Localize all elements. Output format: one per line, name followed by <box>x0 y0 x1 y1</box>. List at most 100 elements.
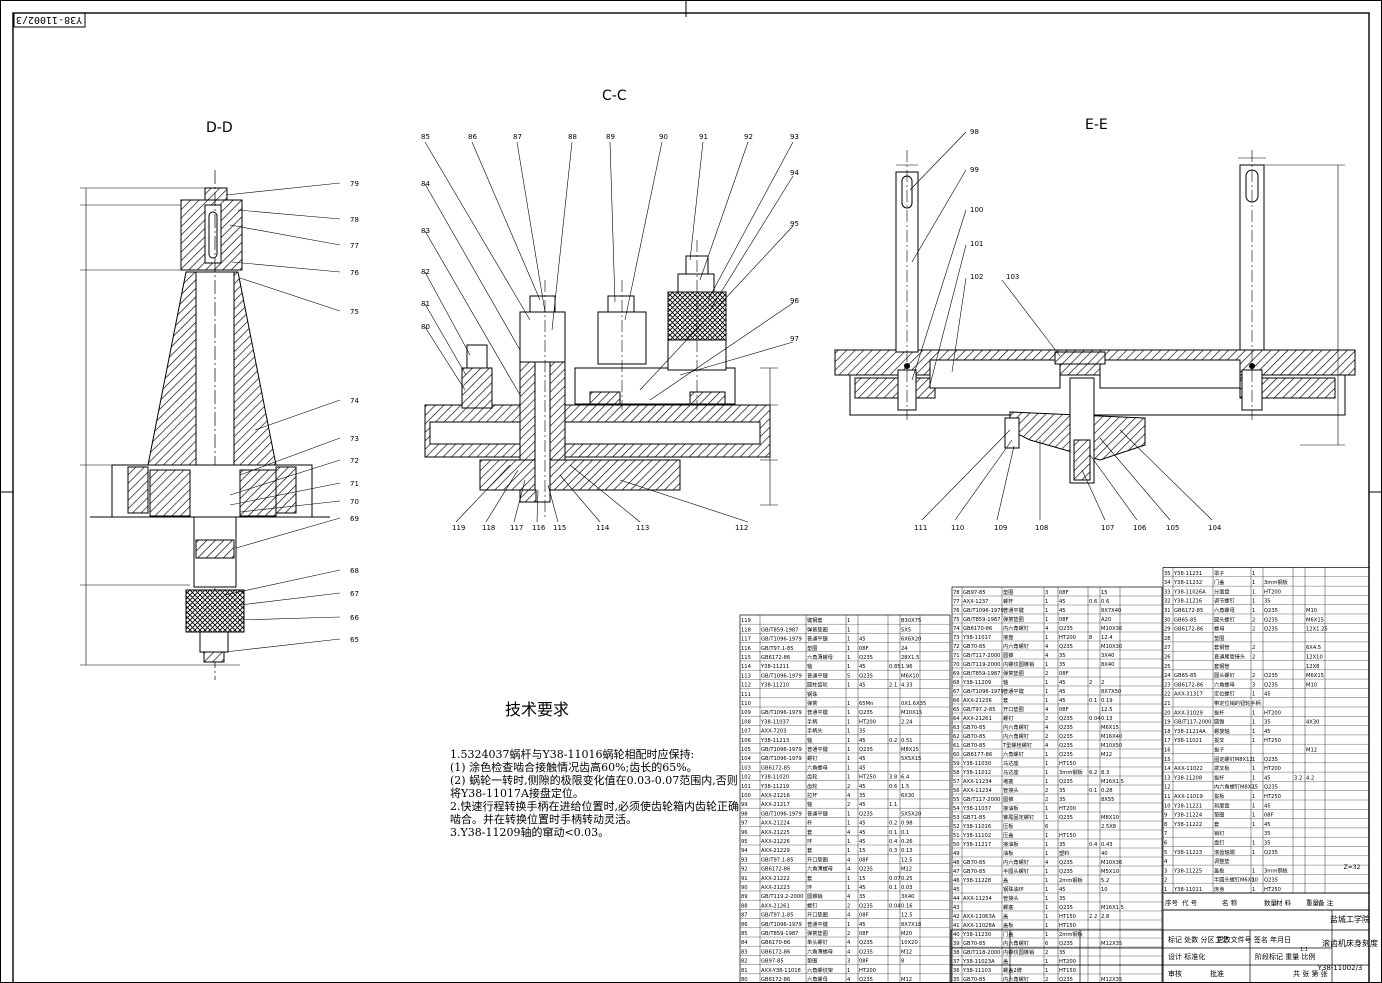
bom-right-cell: 21 <box>1164 701 1171 707</box>
bom-left-cell: 0.26 <box>901 839 913 845</box>
bom-left-cell: 1 <box>847 719 850 725</box>
bom-right-cell: 拨叉板 <box>1214 764 1230 772</box>
bom-middle-cell: 35 <box>1059 842 1066 848</box>
bom-middle-cell: Q235 <box>1059 743 1073 749</box>
bom-middle-cell: M8X10 <box>1101 815 1119 821</box>
bom-right-cell: 3 <box>1252 682 1255 688</box>
bom-middle-cell: 4 <box>1045 644 1049 650</box>
bom-left-cell: 109 <box>741 710 751 716</box>
bom-right-cell: 六角螺母 <box>1214 680 1235 688</box>
bom-middle-cell: Q235 <box>1059 977 1073 983</box>
bom-left-cell: AXX-21222 <box>761 876 790 882</box>
balloon-108: 108 <box>1035 524 1048 532</box>
bom-middle-cell: 1 <box>1045 617 1048 623</box>
bom-left-cell: 齿轮 <box>807 782 817 790</box>
bom-left-cell: GB6172-86 <box>761 655 790 661</box>
bom-middle-cell: 内六角螺钉 <box>1003 732 1029 740</box>
bom-left-cell: 6X6X20 <box>901 637 921 643</box>
bom-middle-cell: 49 <box>953 851 960 857</box>
bom-left-cell: 1 <box>847 627 850 633</box>
bom-middle-cell: M10X36 <box>1101 626 1122 632</box>
bom-middle-cell: 内六角螺钉 <box>1003 939 1029 947</box>
bom-right-cell: 16 <box>1164 748 1171 754</box>
bom-right-cell: GB65-85 <box>1174 673 1197 679</box>
balloon-116: 116 <box>532 524 546 532</box>
bom-middle-cell: 内六角螺钉 <box>1003 624 1029 632</box>
bom-middle-cell: 36 <box>953 968 960 974</box>
bom-middle-cell: 42 <box>953 914 960 920</box>
bom-middle-cell: AXX-21261 <box>963 716 992 722</box>
bom-right-cell: 35 <box>1264 720 1271 726</box>
bom-left-cell: 111 <box>741 692 751 698</box>
balloon-84: 84 <box>421 180 430 188</box>
bom-left-cell: 104 <box>741 756 752 762</box>
bom-left-cell: 轴 <box>807 662 812 670</box>
bom-right-cell: Y38-11223 <box>1173 850 1202 856</box>
bom-middle-cell: Q235 <box>1059 626 1073 632</box>
bom-right-cell: 套钢管 <box>1214 643 1230 651</box>
bom-right-cell: 调节螺钉 <box>1214 597 1235 605</box>
bom-middle-cell: 接油板 <box>1003 804 1019 812</box>
bom-middle-cell: GB70-85 <box>963 743 986 749</box>
bom-left-cell: M10X15 <box>901 710 922 716</box>
bom-left-cell: 六角薄螺母 <box>807 653 833 661</box>
bom-middle-cell: 套 <box>1003 696 1009 704</box>
bom-middle-cell: 0.6 <box>1101 599 1109 605</box>
bom-middle-cell: AXX-11234 <box>963 896 992 902</box>
bom-middle-cell: 0.04 <box>1089 716 1101 722</box>
bom-middle-cell: 马达座 <box>1003 768 1019 776</box>
bom-middle-cell: Q235 <box>1059 644 1073 650</box>
bom-right-cell: M12 <box>1306 748 1317 754</box>
bom-right-cell: AXX-31029 <box>1174 710 1203 716</box>
bom-middle-cell: Y38-11230 <box>962 932 991 938</box>
bom-right-cell: 1 <box>1252 599 1255 605</box>
bom-header-cell: 名 称 <box>1222 898 1238 907</box>
bom-middle-cell: 35 <box>1059 653 1066 659</box>
bom-middle-cell: GB/T859-1987 <box>963 671 1000 677</box>
bom-middle-cell: 圆锥 <box>1003 795 1013 803</box>
bom-middle-cell: 2 <box>1045 950 1048 956</box>
bom-middle-cell: 8X7X40 <box>1101 608 1121 614</box>
bom-middle-cell: 38 <box>953 950 960 956</box>
bom-right-cell: Y38-11208 <box>1173 775 1202 781</box>
bom-middle-cell: GB70-85 <box>963 644 986 650</box>
bom-right-cell: 2 <box>1252 617 1255 623</box>
bom-middle-cell: Q235 <box>1059 734 1073 740</box>
bom-middle-cell: 2 <box>1045 716 1048 722</box>
bom-middle-cell: 1 <box>1045 608 1048 614</box>
bom-middle-cell: AXX-11234 <box>963 779 992 785</box>
bom-left-cell: GB/T1096-1979 <box>761 922 802 928</box>
bom-middle-cell: 1 <box>1045 815 1048 821</box>
bom-middle-cell: 1 <box>1045 905 1048 911</box>
bom-middle-cell: 64 <box>953 716 960 722</box>
view-title-cc: C-C <box>602 88 627 104</box>
bom-right-cell: 30 <box>1164 617 1171 623</box>
bom-left-cell: 08F <box>859 913 869 919</box>
bom-left-cell: 1 <box>847 747 850 753</box>
bom-middle-cell: 2 <box>1045 734 1048 740</box>
bom-middle-cell: 1 <box>1045 806 1048 812</box>
bom-middle-cell: 6 <box>1045 941 1048 947</box>
bom-middle-cell: GB/T97.2-85 <box>963 707 996 713</box>
bom-middle-cell: Q235 <box>1059 905 1073 911</box>
bom-left-cell: 开口垫圈 <box>807 911 828 919</box>
bom-right-cell: 2 <box>1164 878 1167 884</box>
bom-middle-cell: 48 <box>953 860 960 866</box>
bom-right-cell: AXX-31317 <box>1174 692 1203 698</box>
bom-middle-cell: 10 <box>1101 887 1108 893</box>
bom-right-cell: 12X10 <box>1306 655 1323 661</box>
balloon-118: 118 <box>482 524 495 532</box>
bom-middle-cell: 2 <box>1045 797 1048 803</box>
bom-left-cell: 4 <box>847 949 851 955</box>
bom-middle-cell: 76 <box>953 608 960 614</box>
balloon-86: 86 <box>468 133 477 141</box>
bom-middle-cell: 1 <box>1045 833 1048 839</box>
bom-right-cell: 1 <box>1252 785 1255 791</box>
bom-left-cell: 15 <box>859 876 866 882</box>
bom-right-cell: 4 <box>1164 859 1168 865</box>
bom-right-cell: 34 <box>1164 580 1171 586</box>
bom-middle-cell: 8 <box>1089 635 1092 641</box>
bom-right-cell: 35 <box>1264 831 1271 837</box>
